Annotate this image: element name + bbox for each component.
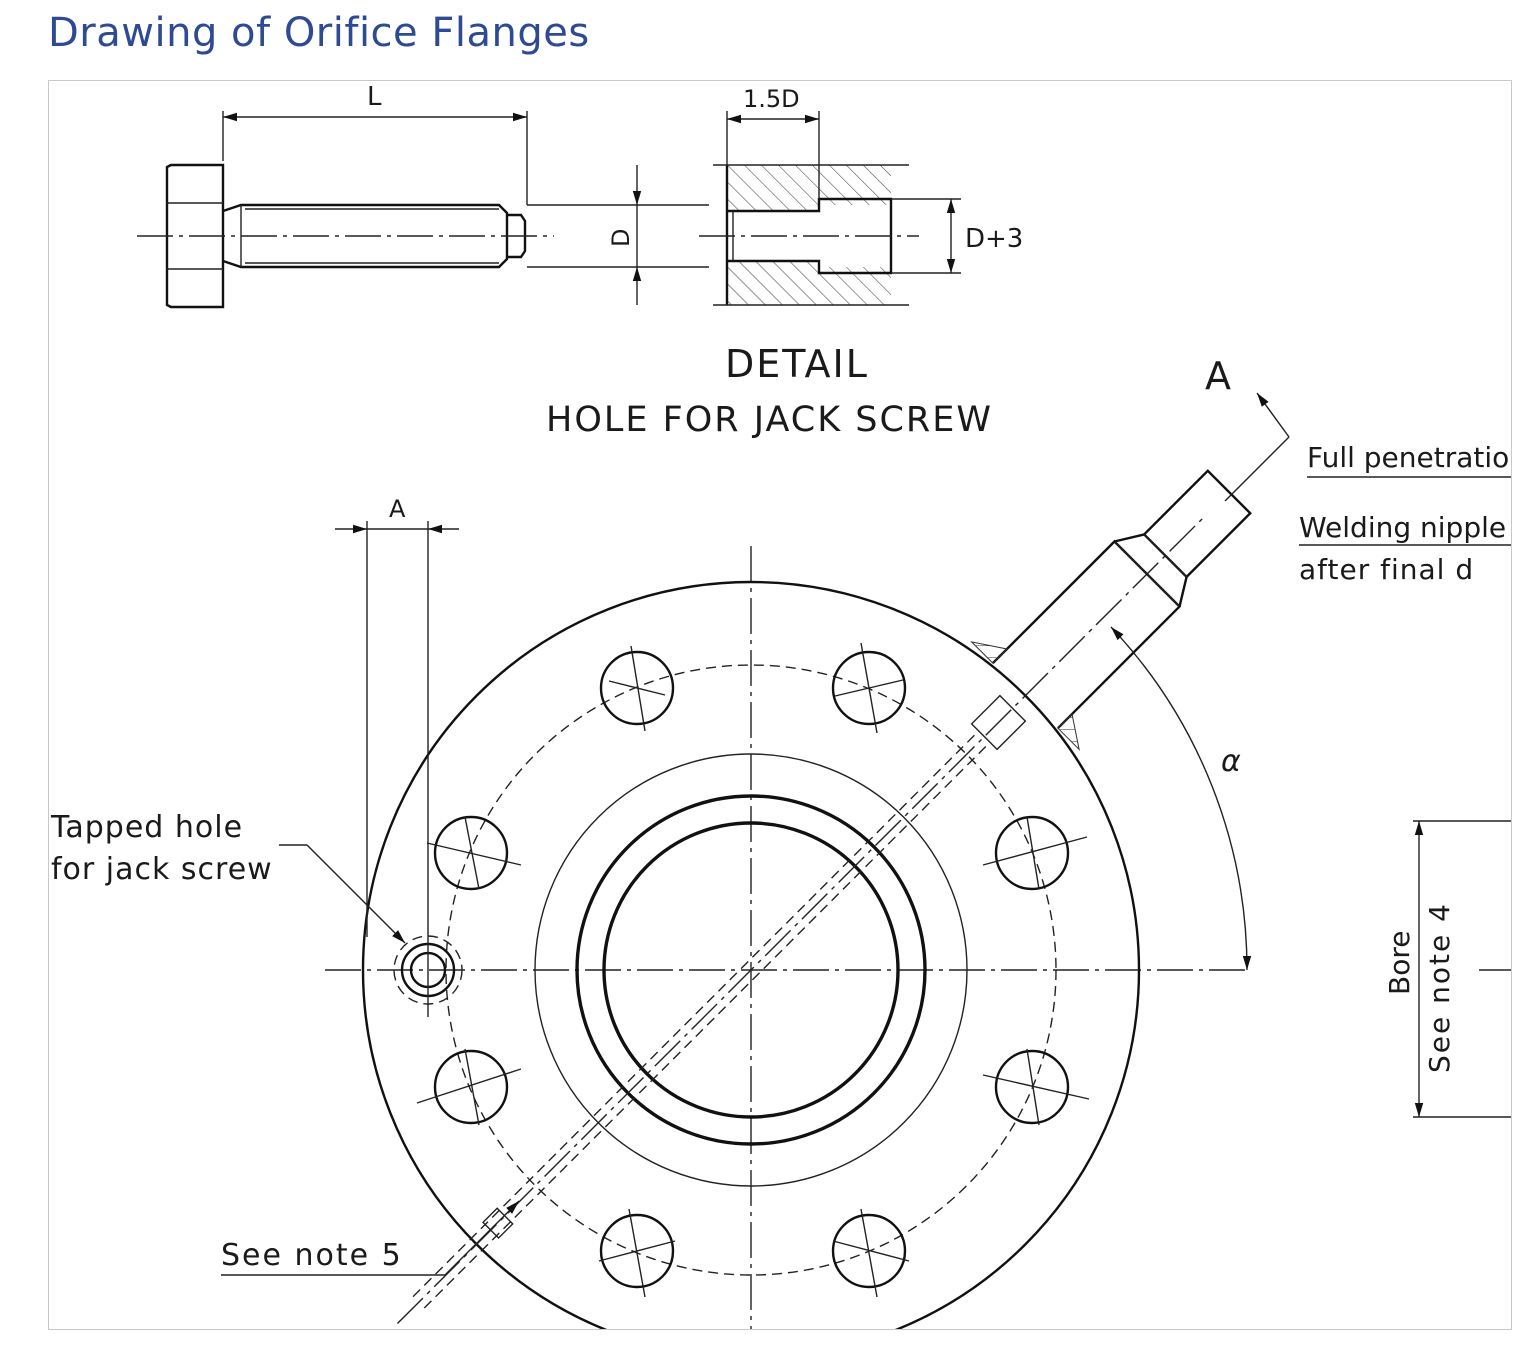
raised-face	[534, 753, 968, 1187]
orifice-flange-drawing: L D 1.5D D+3 DETAIL HOLE FOR JACK SCREW	[48, 80, 1512, 1330]
angle-alpha: α	[1110, 626, 1252, 971]
bolt-holes	[416, 642, 1090, 1298]
weld-note-line2: Welding nipple	[1299, 511, 1506, 544]
tapped-note-line1: Tapped hole	[50, 810, 243, 845]
weld-note: Full penetratio Welding nipple after fin…	[1299, 441, 1511, 586]
see-note-5-label: See note 5	[221, 1238, 403, 1273]
tapped-hole-note: Tapped hole for jack screw	[50, 810, 406, 944]
weld-note-line3: after final d	[1299, 553, 1474, 586]
welding-nipple: A	[396, 354, 1290, 1325]
bore-dimension: Bore See note 4	[1383, 820, 1511, 1118]
flange-outer-edge	[361, 580, 1141, 1329]
dim-A-label: A	[389, 495, 406, 523]
drawing-canvas: L D 1.5D D+3 DETAIL HOLE FOR JACK SCREW	[50, 82, 1511, 1329]
flange-plan-view: A	[325, 354, 1290, 1329]
dim-L-label: L	[367, 82, 382, 112]
dim-D3-label: D+3	[965, 224, 1023, 254]
page-title: Drawing of Orifice Flanges	[48, 10, 590, 56]
bore-outer	[575, 794, 927, 1146]
bore-label: Bore	[1383, 931, 1416, 995]
angle-label: α	[1221, 744, 1241, 779]
section-marker-A: A	[1205, 354, 1231, 398]
dim-D-label: D	[607, 229, 635, 247]
bolt-circle	[445, 664, 1057, 1276]
dim-1-5D-label: 1.5D	[743, 85, 800, 113]
jack-screw-bolt: L	[137, 82, 554, 309]
weld-note-line1: Full penetratio	[1307, 441, 1509, 474]
dim-D: D	[527, 165, 709, 305]
detail-subtitle: HOLE FOR JACK SCREW	[546, 400, 993, 440]
see-note-4-label: See note 4	[1423, 902, 1456, 1073]
detail-jack-screw-hole: 1.5D D+3 DETAIL HOLE FOR JACK SCREW	[546, 85, 1023, 440]
tapped-note-line2: for jack screw	[51, 852, 273, 887]
tapped-hole: A	[335, 495, 463, 1017]
detail-title: DETAIL	[725, 342, 869, 386]
see-note-5: See note 5	[221, 1200, 520, 1276]
bore-inner	[602, 821, 900, 1119]
